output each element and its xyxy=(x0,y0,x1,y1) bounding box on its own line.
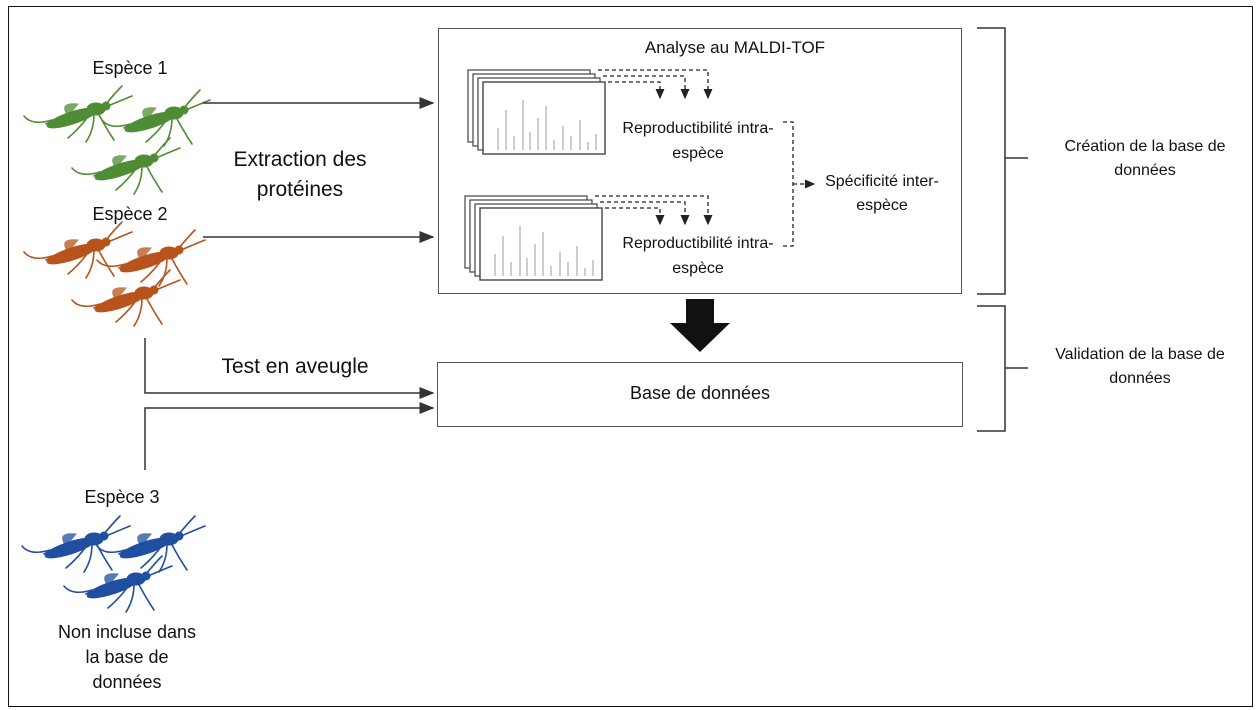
reproducibility-label-2: Reproductibilité intra-espèce xyxy=(622,235,774,277)
species-2-mosquito-icons xyxy=(23,221,206,327)
database-label: Base de données xyxy=(629,383,771,403)
species-3-note: Non incluse dans la base de données xyxy=(57,622,197,693)
dashed-arrows-bottom xyxy=(595,195,713,226)
down-arrow-icon xyxy=(670,299,730,352)
dashed-bracket xyxy=(783,121,816,247)
species-1-mosquito-icons xyxy=(23,85,211,195)
flow-arrows xyxy=(144,97,435,470)
database-box xyxy=(437,362,963,427)
species-1-label: Espèce 1 xyxy=(92,58,168,78)
reproducibility-label-1: Reproductibilité intra-espèce xyxy=(622,120,774,162)
spectrum-stack-icon-2 xyxy=(464,195,603,281)
blind-test-label: Test en aveugle xyxy=(221,355,369,378)
dashed-arrows-top xyxy=(598,69,713,100)
species-3-label: Espèce 3 xyxy=(84,487,160,507)
extraction-label: Extraction des protéines xyxy=(233,148,367,202)
creation-phase-label: Création de la base de données xyxy=(1064,138,1226,179)
species-3-mosquito-icons xyxy=(21,515,206,613)
specificity-label: Spécificité inter-espèce xyxy=(825,173,939,214)
figure-frame xyxy=(8,6,1253,707)
validation-phase-label: Validation de la base de données xyxy=(1055,346,1225,387)
species-2-label: Espèce 2 xyxy=(92,204,168,224)
maldi-title: Analyse au MALDI-TOF xyxy=(644,38,826,57)
bracket-icons xyxy=(977,27,1028,432)
spectrum-stack-icon-1 xyxy=(467,69,606,155)
